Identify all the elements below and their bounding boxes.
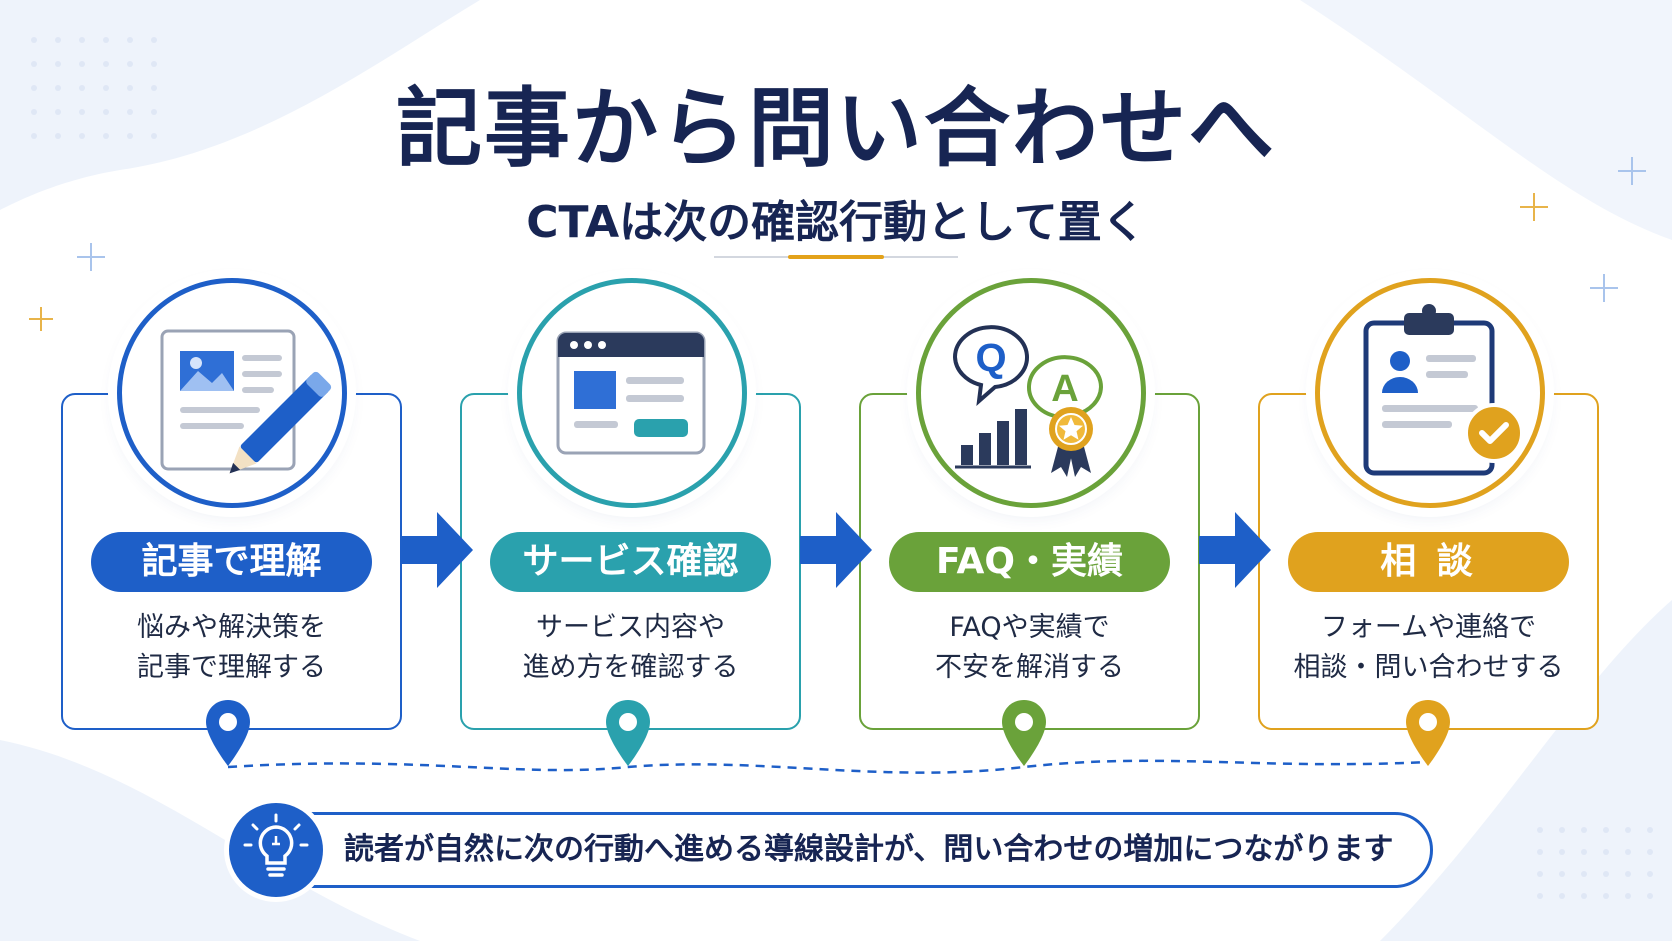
decor-dot bbox=[1625, 871, 1631, 877]
decor-dot bbox=[1537, 871, 1543, 877]
decor-dot bbox=[31, 85, 37, 91]
step-desc-line1: FAQや実績で bbox=[949, 612, 1110, 643]
step-label-faq: FAQ・実績 bbox=[889, 532, 1170, 592]
decor-dot bbox=[1559, 849, 1565, 855]
step-desc-service: サービス内容や 進め方を確認する bbox=[460, 608, 801, 688]
decor-dot bbox=[103, 109, 109, 115]
step-arrow-icon bbox=[800, 512, 872, 588]
decor-dot bbox=[1581, 893, 1587, 899]
decor-dot bbox=[127, 61, 133, 67]
decor-dot bbox=[1603, 893, 1609, 899]
step-desc-line1: フォームや連絡で bbox=[1320, 612, 1537, 643]
step-label-article: 記事で理解 bbox=[91, 532, 372, 592]
decor-dot bbox=[103, 61, 109, 67]
decor-dot bbox=[1559, 893, 1565, 899]
step-label-consult: 相 談 bbox=[1288, 532, 1569, 592]
decor-dot bbox=[127, 37, 133, 43]
decor-dot bbox=[79, 61, 85, 67]
decor-dot bbox=[1603, 849, 1609, 855]
subtitle-divider-accent bbox=[788, 255, 884, 259]
decor-dot bbox=[31, 61, 37, 67]
route-dashed-line bbox=[227, 759, 1429, 774]
step-desc-line1: サービス内容や bbox=[536, 612, 725, 643]
decor-dot bbox=[151, 133, 157, 139]
decor-dot bbox=[1625, 827, 1631, 833]
decor-dot bbox=[103, 37, 109, 43]
decor-dot bbox=[103, 133, 109, 139]
decor-dot bbox=[1647, 827, 1653, 833]
qa-letter-q: Q bbox=[975, 336, 1006, 380]
decor-dot bbox=[127, 85, 133, 91]
decor-dot bbox=[1603, 827, 1609, 833]
decor-dot bbox=[1559, 871, 1565, 877]
step-label-service: サービス確認 bbox=[490, 532, 771, 592]
decor-dot bbox=[151, 37, 157, 43]
step-desc-faq: FAQや実績で 不安を解消する bbox=[859, 608, 1200, 688]
decor-dot bbox=[127, 133, 133, 139]
browser-window-icon bbox=[517, 278, 747, 508]
decor-dot bbox=[1647, 849, 1653, 855]
map-pin-icon bbox=[606, 700, 650, 766]
step-arrow-icon bbox=[401, 512, 473, 588]
decor-dot bbox=[1603, 871, 1609, 877]
step-arrow-icon bbox=[1199, 512, 1271, 588]
decor-dot bbox=[151, 109, 157, 115]
decor-dot bbox=[1537, 849, 1543, 855]
decor-dot bbox=[1647, 893, 1653, 899]
step-desc-line2: 不安を解消する bbox=[935, 652, 1124, 683]
decor-dot bbox=[31, 133, 37, 139]
decor-dot bbox=[1625, 849, 1631, 855]
decor-dot bbox=[31, 109, 37, 115]
qa-letter-a: A bbox=[1051, 368, 1078, 410]
qa-chart-award-icon: Q A bbox=[916, 278, 1146, 508]
step-desc-article: 悩みや解決策を 記事で理解する bbox=[61, 608, 402, 688]
clipboard-check-icon bbox=[1315, 278, 1545, 508]
page-subtitle: CTAは次の確認行動として置く bbox=[526, 197, 1146, 248]
decor-dot bbox=[1559, 827, 1565, 833]
decor-dot bbox=[151, 85, 157, 91]
lightbulb-icon bbox=[229, 803, 323, 897]
decor-dot bbox=[1625, 893, 1631, 899]
decor-dot bbox=[1581, 849, 1587, 855]
footer-message-box: 読者が自然に次の行動へ進める導線設計が、問い合わせの増加につながります bbox=[233, 812, 1433, 888]
decor-dot bbox=[1537, 827, 1543, 833]
decor-dot bbox=[79, 85, 85, 91]
step-desc-line1: 悩みや解決策を bbox=[137, 612, 326, 643]
decor-dot bbox=[55, 109, 61, 115]
decor-dot bbox=[79, 37, 85, 43]
step-desc-line2: 進め方を確認する bbox=[522, 652, 739, 683]
map-pin-icon bbox=[1406, 700, 1450, 766]
decor-dot bbox=[55, 37, 61, 43]
step-desc-line2: 記事で理解する bbox=[137, 652, 326, 683]
map-pin-icon bbox=[1002, 700, 1046, 766]
article-edit-icon bbox=[117, 278, 347, 508]
decor-dot bbox=[55, 85, 61, 91]
page-title: 記事から問い合わせへ bbox=[396, 79, 1276, 179]
step-desc-consult: フォームや連絡で 相談・問い合わせする bbox=[1258, 608, 1599, 688]
decor-dot bbox=[151, 61, 157, 67]
decor-dot bbox=[127, 109, 133, 115]
map-pin-icon bbox=[206, 700, 250, 766]
decor-dot bbox=[1647, 871, 1653, 877]
decor-dot bbox=[1537, 893, 1543, 899]
decor-dot bbox=[1581, 827, 1587, 833]
decor-dot bbox=[55, 133, 61, 139]
decor-dot bbox=[103, 85, 109, 91]
decor-dot bbox=[31, 37, 37, 43]
step-desc-line2: 相談・問い合わせする bbox=[1293, 652, 1564, 683]
decor-dot bbox=[79, 109, 85, 115]
decor-dot bbox=[79, 133, 85, 139]
footer-message: 読者が自然に次の行動へ進める導線設計が、問い合わせの増加につながります bbox=[344, 832, 1394, 867]
decor-dot bbox=[55, 61, 61, 67]
decor-dot bbox=[1581, 871, 1587, 877]
